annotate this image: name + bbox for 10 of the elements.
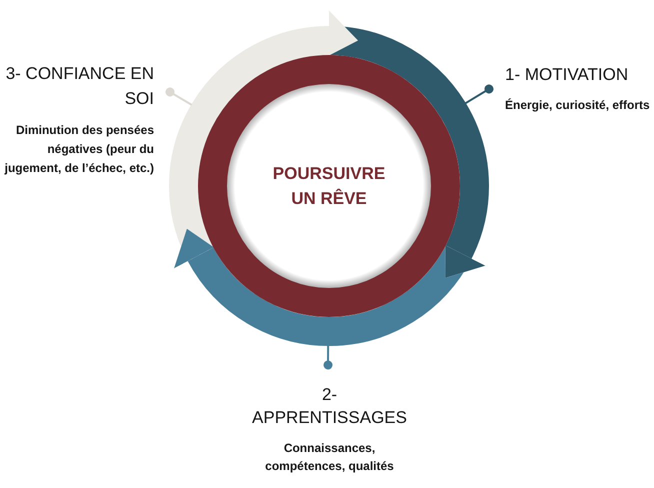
step-description: Connaissances, compétences, qualités <box>264 440 395 475</box>
center-title: POURSUIVRE UN RÊVE <box>272 163 386 210</box>
step-title: 2- APPRENTISSAGES <box>251 384 408 429</box>
leader-line <box>166 88 192 106</box>
leader-line <box>464 84 494 104</box>
step-description: Énergie, curiosité, efforts <box>505 97 651 114</box>
leader-line <box>324 346 332 370</box>
step-title: 1- MOTIVATION <box>505 64 630 86</box>
step-description: Diminution des pensées négatives (peur du jugement, de l’échec, etc.) <box>4 122 154 177</box>
step-title: 3- CONFIANCE EN SOI <box>4 63 154 110</box>
